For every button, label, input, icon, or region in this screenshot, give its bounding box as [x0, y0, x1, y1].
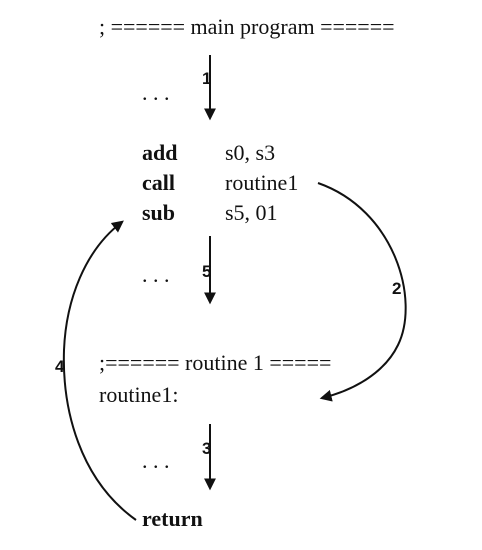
routine-header: ;====== routine 1 ===== — [99, 350, 332, 375]
instruction-add-args: s0, s3 — [225, 140, 276, 165]
instruction-sub-args: s5, 01 — [225, 200, 278, 225]
step-label-5: 5 — [202, 262, 212, 281]
instruction-add-op: add — [142, 140, 178, 165]
routine-label: routine1: — [99, 382, 179, 407]
instruction-call-op: call — [142, 170, 175, 195]
ellipsis-mid: . . . — [142, 262, 170, 287]
ellipsis-bottom: . . . — [142, 448, 170, 473]
arrow-step-2 — [317, 182, 407, 402]
step-label-1: 1 — [202, 69, 212, 88]
return-statement: return — [142, 506, 203, 531]
instruction-sub-op: sub — [142, 200, 176, 225]
step-label-2: 2 — [392, 279, 402, 298]
step-label-3: 3 — [202, 439, 212, 458]
main-program-header: ; ====== main program ====== — [99, 14, 395, 39]
arrow-step-4 — [62, 220, 137, 521]
step-label-4: 4 — [55, 357, 65, 376]
ellipsis-top: . . . — [142, 80, 170, 105]
instruction-call-args: routine1 — [225, 170, 299, 195]
